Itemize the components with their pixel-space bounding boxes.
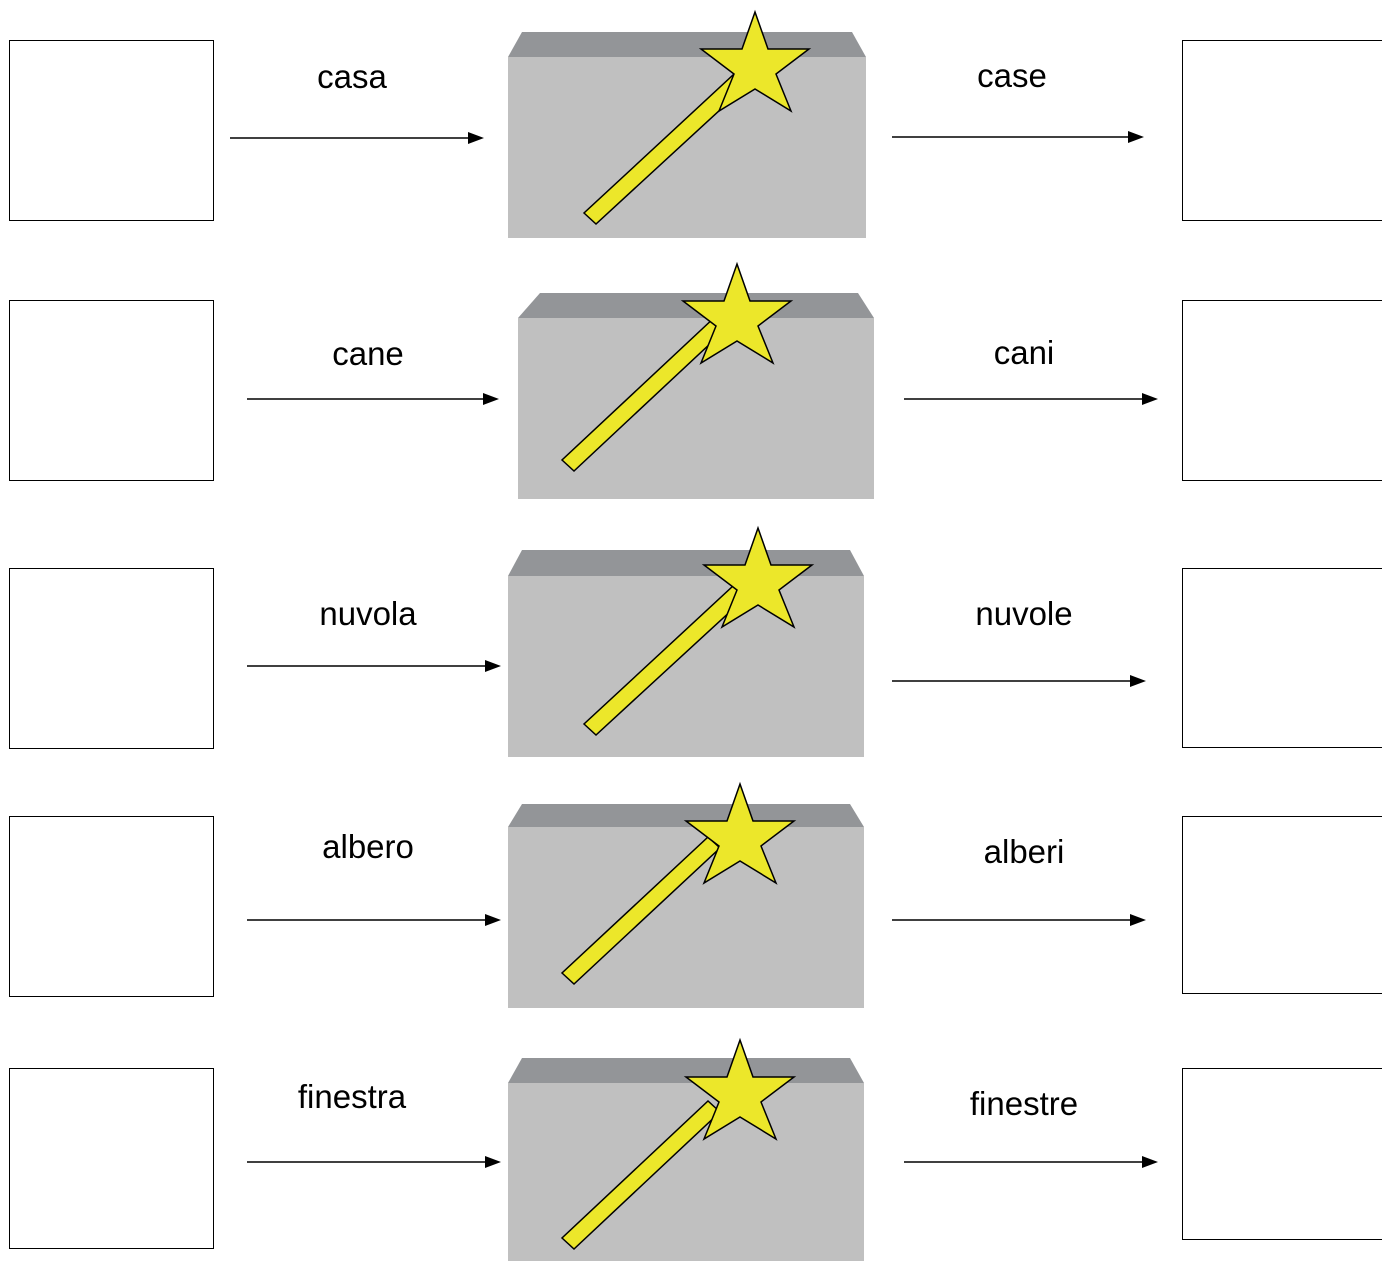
singular-word: cane bbox=[332, 335, 404, 372]
arrow-right-icon bbox=[892, 131, 1144, 143]
arrow-right-icon bbox=[247, 393, 499, 405]
arrow-right-icon bbox=[230, 132, 484, 144]
arrow-right-icon bbox=[247, 914, 501, 926]
singular-word: finestra bbox=[297, 1078, 407, 1115]
arrow-right-icon bbox=[892, 675, 1146, 687]
plural-drawing-box[interactable] bbox=[1182, 300, 1382, 481]
star-icon bbox=[683, 1037, 797, 1141]
star-icon bbox=[701, 525, 815, 629]
plural-drawing-box[interactable] bbox=[1182, 568, 1382, 748]
singular-drawing-box[interactable] bbox=[9, 300, 214, 481]
plural-drawing-box[interactable] bbox=[1182, 1068, 1382, 1240]
singular-drawing-box[interactable] bbox=[9, 40, 214, 221]
plural-drawing-box[interactable] bbox=[1182, 816, 1382, 994]
arrow-right-icon bbox=[247, 1156, 501, 1168]
singular-drawing-box[interactable] bbox=[9, 568, 214, 749]
plural-word: case bbox=[977, 57, 1047, 94]
singular-drawing-box[interactable] bbox=[9, 1068, 214, 1249]
singular-drawing-box[interactable] bbox=[9, 816, 214, 997]
magic-machine bbox=[508, 9, 866, 238]
singular-word: albero bbox=[322, 828, 414, 865]
arrow-right-icon bbox=[904, 1156, 1158, 1168]
star-icon bbox=[698, 9, 812, 113]
singular-word: nuvola bbox=[319, 595, 417, 632]
magic-machine bbox=[508, 1037, 864, 1261]
arrow-right-icon bbox=[892, 914, 1146, 926]
magic-machine bbox=[518, 261, 874, 499]
arrow-right-icon bbox=[904, 393, 1158, 405]
plural-word: cani bbox=[993, 334, 1055, 371]
plural-word: alberi bbox=[983, 833, 1065, 870]
star-icon bbox=[680, 261, 794, 365]
plural-drawing-box[interactable] bbox=[1182, 40, 1382, 221]
arrow-right-icon bbox=[247, 660, 501, 672]
singular-word: casa bbox=[317, 58, 387, 95]
plural-word: nuvole bbox=[975, 595, 1073, 632]
star-icon bbox=[683, 781, 797, 885]
magic-machine bbox=[508, 781, 864, 1008]
magic-machine bbox=[508, 525, 864, 757]
plural-word: finestre bbox=[969, 1085, 1079, 1122]
